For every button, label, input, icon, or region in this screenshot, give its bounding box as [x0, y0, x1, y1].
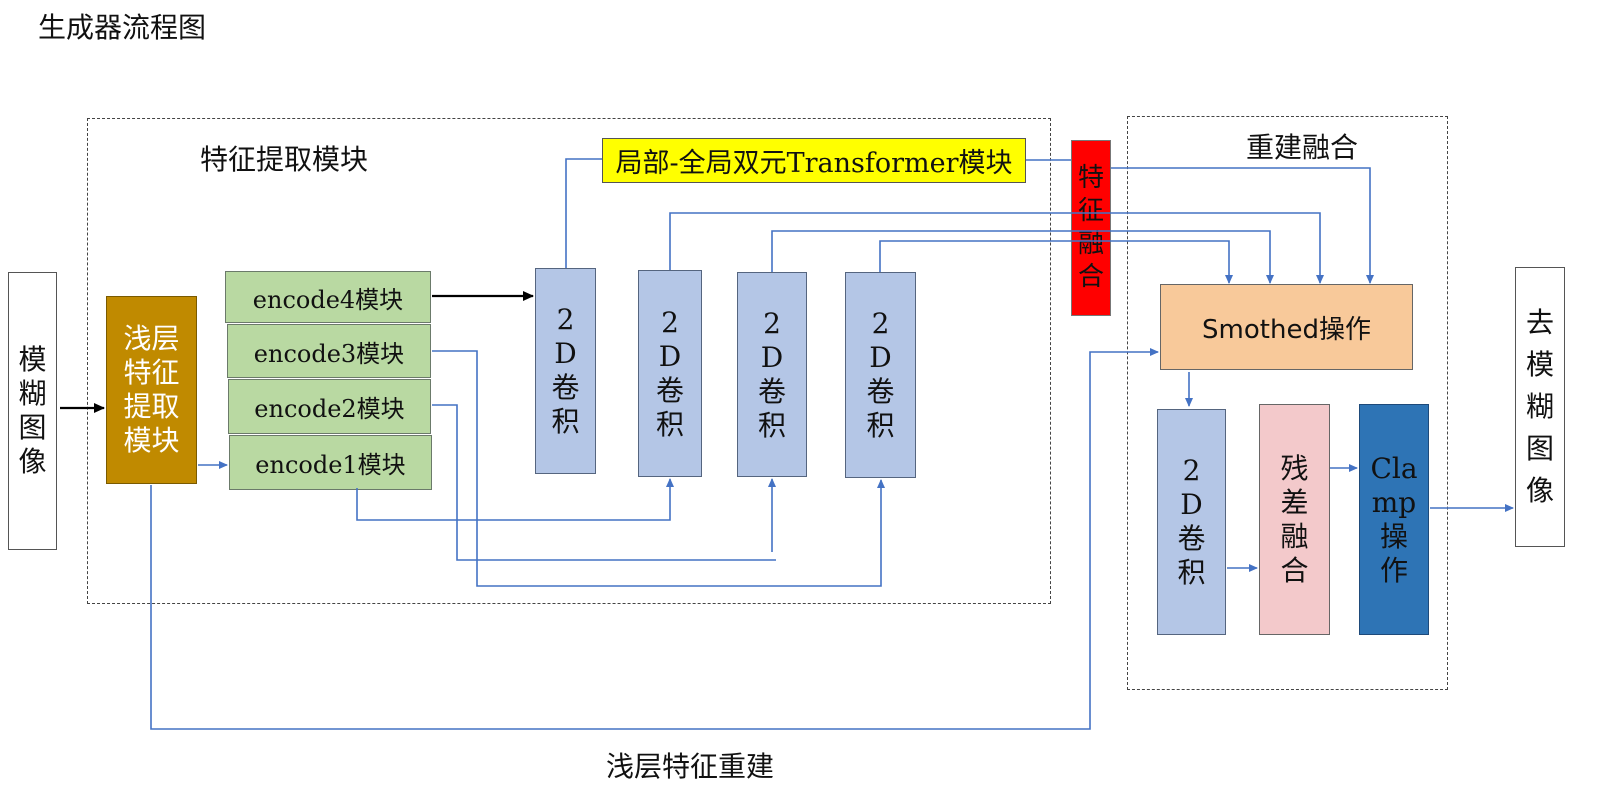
output-deblurred-image-node: 去 模 糊 图 像 — [1515, 267, 1565, 547]
encode2-node: encode2模块 — [228, 379, 431, 434]
conv2d-label-c: 2 D 卷 积 — [757, 306, 786, 442]
encode4-label: encode4模块 — [252, 285, 404, 314]
transformer-label: 局部-全局双元Transformer模块 — [615, 148, 1013, 179]
conv2d-label-a: 2 D 卷 积 — [551, 303, 580, 438]
feature-extraction-label: 特征提取模块 — [200, 143, 369, 176]
smoothed-label: Smothed操作 — [1202, 314, 1371, 345]
conv2d-node-b: 2 D 卷 积 — [638, 270, 702, 477]
reconstruction-fusion-label: 重建融合 — [1246, 131, 1359, 164]
conv2d-output-label: 2 D 卷 积 — [1177, 454, 1206, 589]
input-label: 模 糊 图 像 — [18, 343, 47, 478]
output-label: 去 模 糊 图 像 — [1525, 306, 1554, 507]
conv2d-label-b: 2 D 卷 积 — [655, 305, 684, 441]
smoothed-node: Smothed操作 — [1160, 284, 1413, 370]
feature-fusion-label: 特 征 融 合 — [1077, 163, 1104, 292]
encode1-node: encode1模块 — [229, 435, 432, 490]
conv2d-node-d: 2 D 卷 积 — [845, 272, 916, 478]
clamp-label: Cla mp 操 作 — [1370, 451, 1418, 587]
shallow-feature-extraction-node: 浅层 特征 提取 模块 — [106, 296, 197, 484]
transformer-node: 局部-全局双元Transformer模块 — [602, 138, 1026, 183]
encode3-label: encode3模块 — [253, 339, 405, 368]
encode3-node: encode3模块 — [227, 324, 431, 378]
diagram-title: 生成器流程图 — [38, 11, 207, 44]
conv2d-node-c: 2 D 卷 积 — [737, 272, 807, 477]
encode1-label: encode1模块 — [255, 451, 406, 479]
encode2-label: encode2模块 — [254, 395, 405, 423]
clamp-node: Cla mp 操 作 — [1359, 404, 1429, 635]
conv2d-label-d: 2 D 卷 积 — [866, 307, 895, 442]
feature-fusion-node: 特 征 融 合 — [1071, 140, 1111, 316]
input-blurry-image-node: 模 糊 图 像 — [8, 272, 57, 550]
shallow-reconstruction-label: 浅层特征重建 — [606, 750, 775, 783]
residual-fusion-label: 残 差 融 合 — [1280, 451, 1309, 587]
encode4-node: encode4模块 — [225, 271, 431, 323]
residual-fusion-node: 残 差 融 合 — [1259, 404, 1330, 635]
conv2d-node-a: 2 D 卷 积 — [535, 268, 596, 474]
conv2d-output-node: 2 D 卷 积 — [1157, 409, 1226, 635]
shallow-label: 浅层 特征 提取 模块 — [123, 322, 180, 457]
